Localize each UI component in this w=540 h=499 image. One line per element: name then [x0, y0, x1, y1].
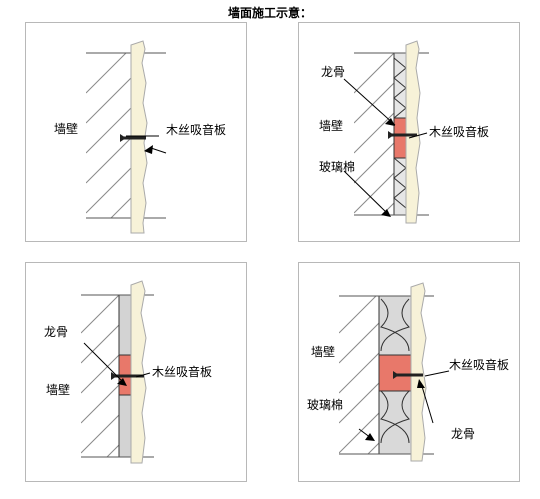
wall-hatch	[86, 53, 131, 218]
wall-hatch	[81, 295, 119, 457]
label-keel: 龙骨	[451, 427, 476, 441]
keel	[393, 117, 407, 159]
arrow-icon	[144, 145, 153, 154]
label-keel: 龙骨	[44, 325, 69, 339]
label-board: 木丝吸音板	[166, 123, 227, 137]
label-keel: 龙骨	[321, 65, 346, 79]
label-wall: 墙壁	[46, 383, 71, 397]
label-board: 木丝吸音板	[449, 358, 510, 372]
panel-glasswool-keel: 墙壁 木丝吸音板 玻璃棉 龙骨	[298, 262, 520, 482]
sound-board	[405, 40, 421, 224]
label-board: 木丝吸音板	[152, 365, 213, 379]
label-glass-wool: 玻璃棉	[319, 160, 356, 174]
arrow-icon	[385, 118, 395, 126]
panel-wall-board: 墙壁 木丝吸音板	[25, 22, 247, 242]
panel-4-drawing	[339, 282, 450, 462]
panel-2-drawing	[343, 40, 429, 224]
wall-hatch	[339, 296, 379, 454]
label-wall: 墙壁	[319, 119, 344, 133]
label-wall: 墙壁	[54, 122, 79, 136]
panel-keel-glasswool: 龙骨 墙壁 木丝吸音板 玻璃棉	[298, 22, 520, 242]
label-wall: 墙壁	[311, 345, 336, 359]
sound-board	[410, 282, 427, 462]
label-glass-wool: 玻璃棉	[307, 398, 344, 412]
panel-3-drawing	[81, 280, 154, 464]
wall-hatch	[354, 53, 394, 215]
diagram-title: 墙面施工示意：	[227, 6, 312, 20]
sound-board	[130, 280, 147, 464]
panel-1-drawing	[86, 40, 167, 234]
arrow-icon	[117, 378, 127, 386]
label-board: 木丝吸音板	[429, 125, 490, 139]
panel-keel-cavity: 龙骨 墙壁 木丝吸音板	[25, 262, 247, 482]
arrow-icon	[417, 379, 425, 388]
